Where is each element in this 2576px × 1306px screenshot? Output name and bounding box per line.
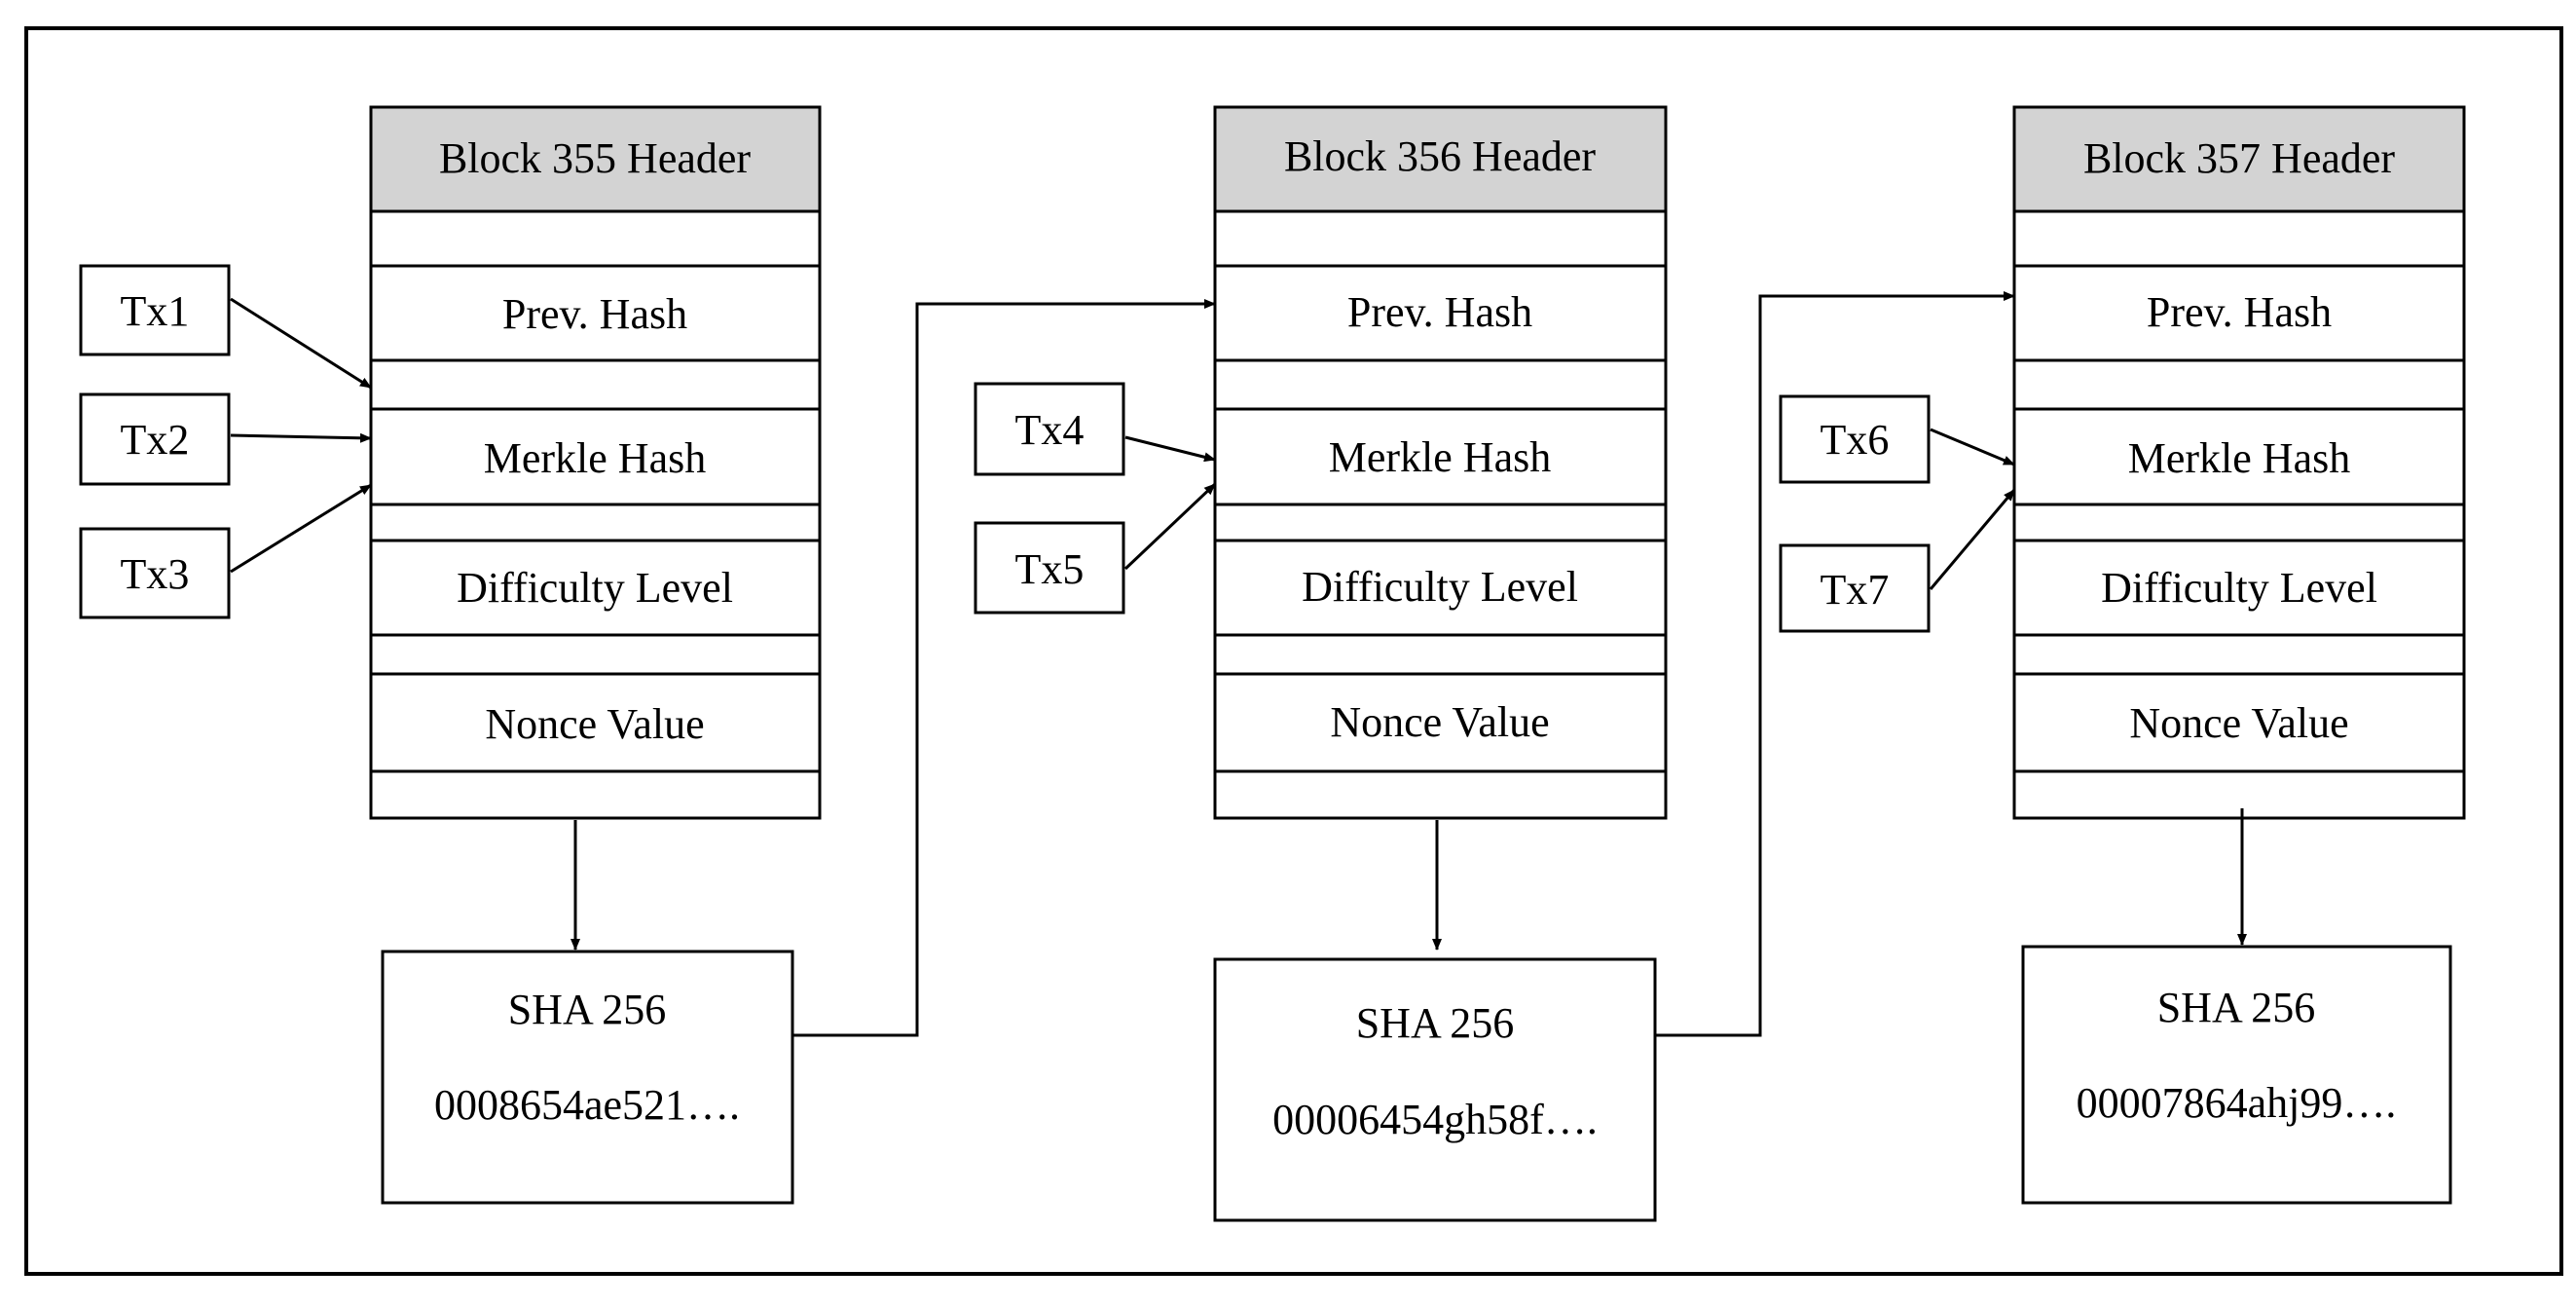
hash-value: 00006454gh58f…. (1272, 1096, 1598, 1143)
tx-label: Tx1 (121, 287, 190, 335)
tx-5: Tx5 (974, 521, 1125, 615)
merkle-hash-field: Merkle Hash (1329, 433, 1552, 481)
tx1-arrow (230, 297, 372, 390)
tx-label: Tx2 (121, 416, 190, 464)
block-355: Block 355 Header Prev. Hash Merkle Hash … (369, 105, 822, 1205)
sha256-box (381, 950, 794, 1205)
tx-label: Tx4 (1015, 406, 1085, 454)
nonce-value-field: Nonce Value (2129, 699, 2348, 747)
tx-6: Tx6 (1779, 394, 1931, 484)
difficulty-level-field: Difficulty Level (457, 564, 733, 612)
sha256-box (2021, 945, 2452, 1205)
block-header-box (2012, 105, 2466, 820)
block-header-title-cell (369, 105, 822, 213)
block-header-title: Block 357 Header (2083, 134, 2395, 182)
tx5-arrow (1123, 482, 1217, 571)
sha256-label: SHA 256 (2157, 984, 2316, 1031)
hash-to-prev-hash-arrow (792, 299, 1216, 1037)
block-header-title-cell (1213, 105, 1668, 213)
block-356: Block 356 Header Prev. Hash Merkle Hash … (1213, 105, 1668, 1222)
merkle-hash-field: Merkle Hash (484, 434, 707, 482)
tx3-arrow (230, 483, 372, 574)
hash-to-prev-hash-arrow (1655, 291, 2015, 1037)
block-header-title: Block 356 Header (1284, 132, 1596, 180)
block-header-title: Block 355 Header (439, 134, 751, 182)
prev-hash-field: Prev. Hash (1347, 288, 1532, 336)
block-357: Block 357 Header Prev. Hash Merkle Hash … (2012, 105, 2466, 1205)
tx-3: Tx3 (79, 527, 231, 619)
merkle-hash-field: Merkle Hash (2128, 434, 2351, 482)
hash-value: 00007864ahj99…. (2077, 1079, 2397, 1127)
tx7-arrow (1929, 489, 2016, 590)
prev-hash-field: Prev. Hash (502, 290, 687, 338)
tx-4: Tx4 (974, 382, 1125, 476)
sha256-label: SHA 256 (1356, 999, 1515, 1047)
tx-label: Tx7 (1821, 566, 1890, 614)
tx-label: Tx6 (1821, 416, 1890, 464)
tx-label: Tx3 (121, 550, 190, 598)
difficulty-level-field: Difficulty Level (2101, 564, 2377, 612)
prev-hash-field: Prev. Hash (2147, 288, 2332, 336)
tx4-arrow (1124, 435, 1216, 463)
block-header-title-cell (2012, 105, 2466, 213)
difficulty-level-field: Difficulty Level (1302, 563, 1578, 611)
tx-1: Tx1 (79, 264, 231, 356)
block-header-box (1213, 105, 1668, 820)
sha256-box (1213, 957, 1657, 1222)
sha256-label: SHA 256 (508, 986, 667, 1033)
tx2-arrow (230, 432, 372, 443)
nonce-value-field: Nonce Value (1330, 698, 1549, 746)
diagram-frame (24, 26, 2563, 1276)
hash-value: 0008654ae521…. (434, 1081, 740, 1129)
tx-label: Tx5 (1015, 545, 1085, 593)
tx-2: Tx2 (79, 392, 231, 486)
nonce-value-field: Nonce Value (485, 700, 704, 748)
tx6-arrow (1930, 428, 2015, 466)
tx-7: Tx7 (1779, 543, 1931, 633)
